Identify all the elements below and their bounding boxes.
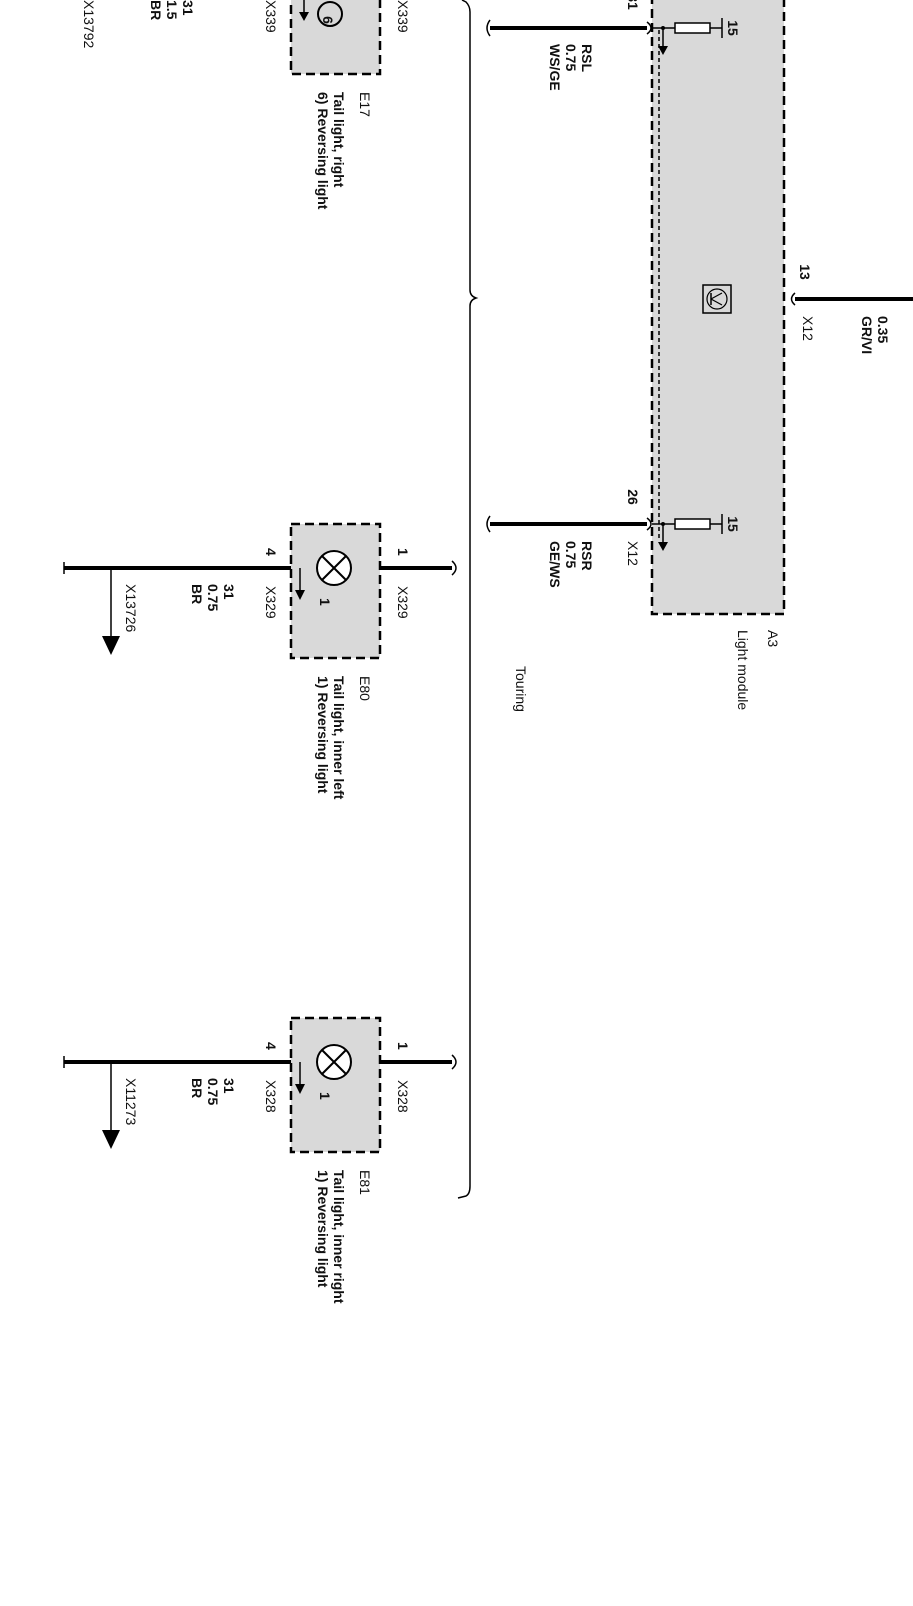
tail-light-inner-left-e80: 1 1 4 X329 X329 E80 Tail light, inner le… bbox=[63, 522, 457, 800]
rsl-signal: RSL bbox=[579, 44, 595, 72]
e81-ground-number: 31 bbox=[221, 1078, 237, 1094]
e81-line1: Tail light, inner right bbox=[331, 1170, 347, 1304]
e17-ground-color: BR bbox=[148, 0, 164, 20]
e80-ground-connector: X13726 bbox=[123, 584, 139, 632]
e80-pin-bottom: 4 bbox=[263, 548, 279, 556]
transistor-symbol-icon bbox=[702, 284, 732, 314]
e17-ground-size: 1.5 bbox=[164, 0, 180, 20]
a3-name: Light module bbox=[735, 630, 751, 710]
e17-bulb-number: 6 bbox=[320, 16, 336, 24]
a3-pin-rsr: 26 bbox=[625, 489, 641, 505]
e81-ground: 31 0.75 BR X11273 bbox=[123, 1078, 237, 1125]
rsr-wire: RSR 0.75 GE/WS bbox=[486, 515, 652, 588]
a3-rsl-symbol-label: 15 bbox=[725, 20, 741, 36]
a3-connector-center: X12 bbox=[800, 316, 816, 341]
e80-box bbox=[289, 522, 382, 660]
e81-line2: 1) Reversing light bbox=[315, 1170, 331, 1288]
e81-pin-top: 1 bbox=[395, 1042, 411, 1050]
rsl-wire: RSL 0.75 WS/GE bbox=[486, 19, 652, 91]
a3-reference: A3 bbox=[765, 630, 781, 647]
e80-ground-color: BR bbox=[189, 584, 205, 604]
e17-ground-connector: X13792 bbox=[81, 0, 97, 48]
tail-light-inner-right-e81: 1 1 4 X328 X328 E81 Tail light, inner ri… bbox=[63, 1016, 457, 1304]
e81-ground-size: 0.75 bbox=[205, 1078, 221, 1105]
e81-pin-bottom: 4 bbox=[263, 1042, 279, 1050]
a3-rsr-symbol-label: 15 bbox=[725, 516, 741, 532]
e81-ground-arrow-icon bbox=[102, 1130, 120, 1149]
a3-pin-rsl: 31 bbox=[625, 0, 641, 10]
e80-line1: Tail light, inner left bbox=[331, 676, 347, 800]
e80-arrow-icon bbox=[295, 590, 305, 600]
tail-light-right-e17: 6 X339 X339 E17 Tail light, right 6) Rev… bbox=[263, 0, 411, 210]
rsr-color: GE/WS bbox=[547, 541, 563, 588]
e80-reference: E80 bbox=[357, 676, 373, 701]
e80-lamp-icon bbox=[316, 550, 352, 586]
e80-ground-arrow-icon bbox=[102, 636, 120, 655]
e80-connector-top: X329 bbox=[395, 586, 411, 619]
e17-line2: 6) Reversing light bbox=[315, 92, 331, 210]
rsr-resistor-icon bbox=[652, 514, 723, 551]
e80-ground-size: 0.75 bbox=[205, 584, 221, 611]
rsr-size: 0.75 bbox=[563, 541, 579, 568]
e81-lamp-icon bbox=[316, 1044, 352, 1080]
a3-connector-rsr: X12 bbox=[625, 541, 641, 566]
light-module-box bbox=[650, 0, 786, 616]
e17-ground: 31 1.5 BR X13792 bbox=[81, 0, 196, 48]
e80-ground-number: 31 bbox=[221, 584, 237, 600]
e81-box bbox=[289, 1016, 382, 1154]
a3-pin-center: 13 bbox=[797, 264, 813, 280]
e80-bulb-number: 1 bbox=[317, 598, 333, 606]
e81-ground-color: BR bbox=[189, 1078, 205, 1098]
e17-bulb-icon bbox=[317, 1, 343, 27]
e17-arrow-icon bbox=[299, 12, 309, 21]
center-wire-color: GR/VI bbox=[859, 316, 875, 354]
rsr-signal: RSR bbox=[579, 541, 595, 571]
e17-connector-top: X339 bbox=[395, 0, 411, 33]
e81-ground-connector: X11273 bbox=[123, 1078, 139, 1125]
e80-line2: 1) Reversing light bbox=[315, 676, 331, 794]
e81-connector-bottom: X328 bbox=[263, 1080, 279, 1113]
e81-bulb-number: 1 bbox=[317, 1092, 333, 1100]
e81-reference: E81 bbox=[357, 1170, 373, 1195]
e17-line1: Tail light, right bbox=[331, 92, 347, 188]
e81-arrow-icon bbox=[295, 1084, 305, 1094]
e80-ground: 31 0.75 BR X13726 bbox=[123, 584, 237, 632]
e17-reference: E17 bbox=[357, 92, 373, 117]
e80-connector-bottom: X329 bbox=[263, 586, 279, 619]
e81-connector-top: X328 bbox=[395, 1080, 411, 1113]
e17-connector-bottom: X339 bbox=[263, 0, 279, 33]
rsl-color: WS/GE bbox=[547, 44, 563, 91]
rsl-resistor-icon bbox=[652, 18, 723, 55]
e80-pin-top: 1 bbox=[395, 548, 411, 556]
light-module-a3: 15 15 A3 Light module 31 13 26 X12 X12 bbox=[625, 0, 816, 710]
rsl-size: 0.75 bbox=[563, 44, 579, 71]
e17-ground-number: 31 bbox=[180, 0, 196, 16]
touring-label: Touring bbox=[513, 666, 529, 712]
variant-brace bbox=[457, 0, 479, 1199]
center-wire-size: 0.35 bbox=[875, 316, 891, 343]
center-wire: 0.35 GR/VI bbox=[790, 292, 913, 354]
